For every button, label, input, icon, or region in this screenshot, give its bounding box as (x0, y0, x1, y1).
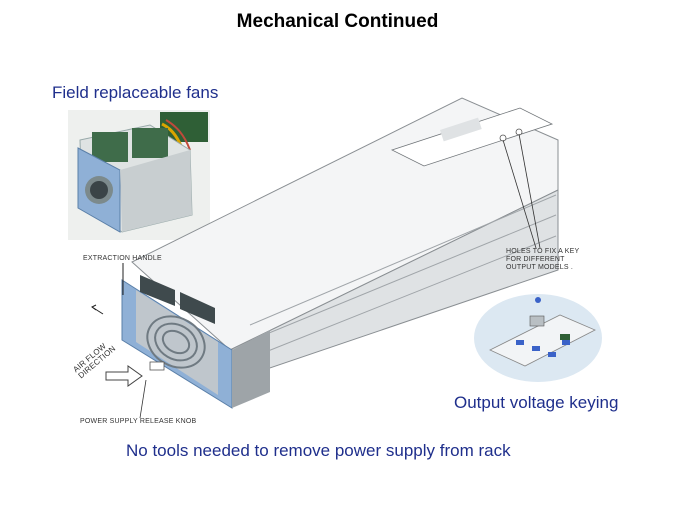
airflow-arrow (105, 365, 143, 387)
extraction-arrow (91, 263, 124, 315)
power-supply-chassis (131, 97, 559, 371)
label-holes-key: HOLES TO FIX A KEY FOR DIFFERENT OUTPUT … (506, 248, 580, 271)
label-release-knob: POWER SUPPLY RELEASE KNOB (80, 418, 197, 425)
front-panel (121, 275, 270, 409)
fan-module-photo (68, 110, 210, 240)
caption-no-tools: No tools needed to remove power supply f… (126, 441, 511, 460)
caption-output-voltage-keying: Output voltage keying (454, 393, 619, 412)
label-extraction-handle: EXTRACTION HANDLE (83, 255, 162, 262)
slide-title: Mechanical Continued (236, 11, 439, 32)
keying-detail (474, 294, 602, 382)
caption-field-replaceable-fans: Field replaceable fans (52, 83, 219, 102)
